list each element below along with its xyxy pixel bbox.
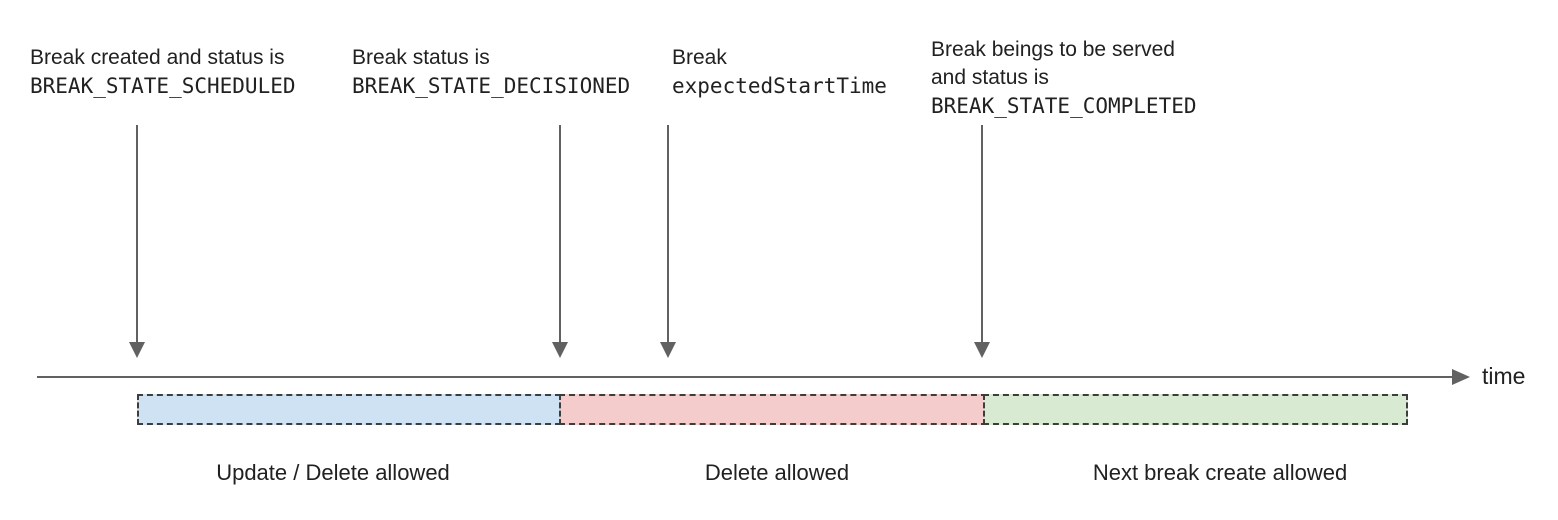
annotation-code-text: BREAK_STATE_DECISIONED (352, 74, 631, 98)
annotation-text: Break created and status is (30, 46, 285, 69)
segment-next-break-create-allowed (983, 394, 1408, 425)
segment-label: Next break create allowed (1092, 460, 1348, 485)
annotation-text: Break status is (352, 46, 490, 69)
annotation-code-text: BREAK_STATE_SCHEDULED (30, 74, 296, 98)
annotation-break-scheduled: Break created and status is BREAK_STATE_… (30, 44, 296, 100)
segment-label: Update / Delete allowed (216, 460, 450, 485)
annotation-code-text: BREAK_STATE_COMPLETED (931, 94, 1197, 118)
timeline-arrowhead-icon (1452, 369, 1470, 385)
segment-delete-allowed (559, 394, 987, 425)
annotation-break-decisioned: Break status is BREAK_STATE_DECISIONED (352, 44, 630, 100)
annotation-code-text: expectedStartTime (672, 74, 887, 98)
timeline-axis-label: time (1482, 363, 1526, 389)
annotation-text: Break beings to be served (931, 38, 1175, 61)
annotation-expected-start-time: Break expectedStartTime (672, 44, 887, 100)
annotation-break-completed: Break beings to be served and status is … (931, 36, 1197, 120)
timeline-axis (37, 376, 1455, 378)
segment-label: Delete allowed (704, 460, 850, 485)
annotation-text: and status is (931, 66, 1049, 89)
segment-update-delete-allowed (137, 394, 561, 425)
annotation-text: Break (672, 46, 727, 69)
